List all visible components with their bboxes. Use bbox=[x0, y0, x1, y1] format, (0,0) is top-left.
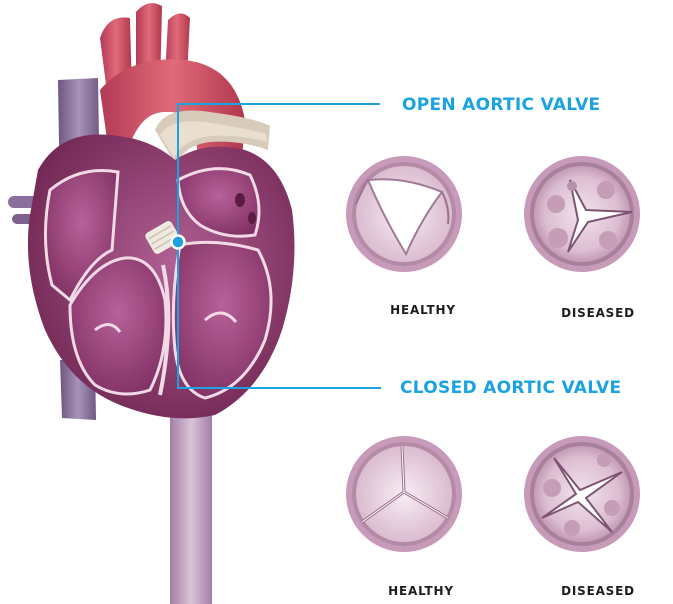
closed-aortic-valve-heading: CLOSED AORTIC VALVE bbox=[400, 378, 621, 398]
open-aortic-valve-heading: OPEN AORTIC VALVE bbox=[402, 95, 600, 115]
valve-closed-diseased bbox=[524, 436, 640, 552]
valve-open-diseased bbox=[524, 156, 640, 272]
heart-illustration bbox=[8, 3, 294, 604]
closed-diseased-caption: DISEASED bbox=[538, 584, 658, 598]
pulmonary-opening bbox=[235, 193, 245, 207]
pulmonary-opening-2 bbox=[248, 212, 256, 224]
open-healthy-caption: HEALTHY bbox=[363, 303, 483, 317]
aortic-valve-marker bbox=[172, 236, 185, 249]
descending-aorta bbox=[170, 395, 212, 604]
valve-closed-healthy bbox=[346, 436, 462, 552]
valve-open-healthy bbox=[346, 156, 462, 272]
open-diseased-caption: DISEASED bbox=[538, 306, 658, 320]
closed-healthy-caption: HEALTHY bbox=[361, 584, 481, 598]
